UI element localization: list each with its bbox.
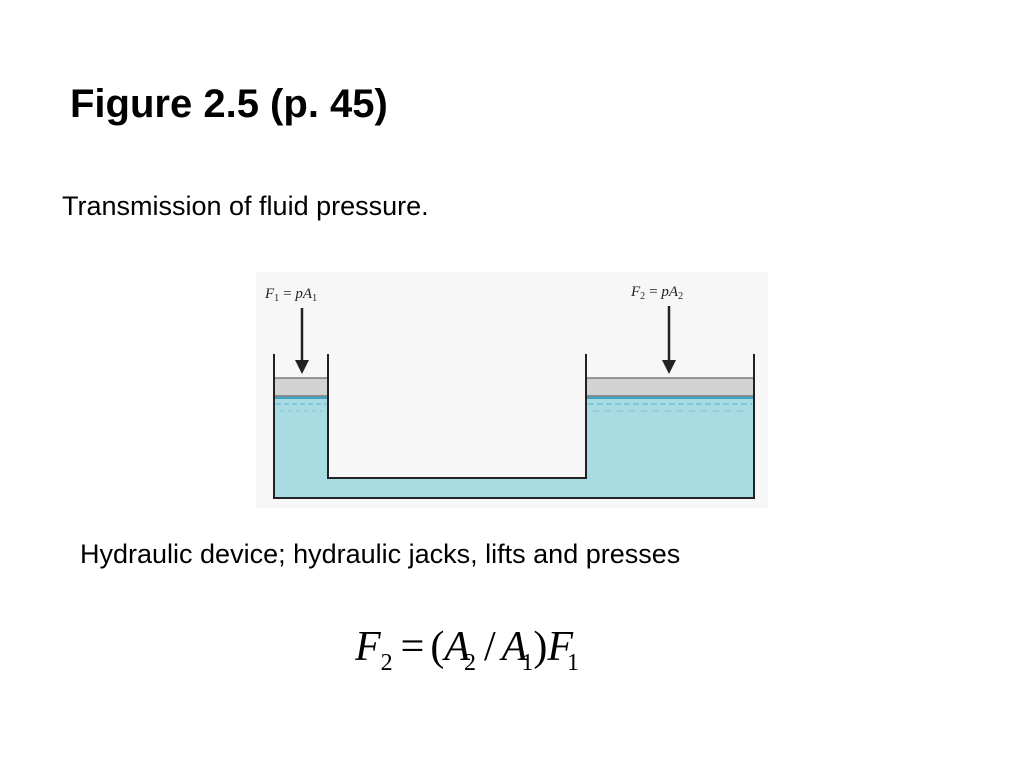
slide-title: Figure 2.5 (p. 45) <box>70 82 388 126</box>
left-force-equals: = <box>283 286 295 302</box>
left-force-arrow-head <box>295 360 309 374</box>
eq-rhs-sub: 1 <box>567 650 579 676</box>
eq-a-numerator: A <box>441 624 470 670</box>
right-force-equals: = <box>649 284 661 300</box>
eq-slash: / <box>484 624 496 670</box>
eq-a-denominator-sub: 1 <box>521 650 533 676</box>
left-force-subscript: 1 <box>274 293 279 304</box>
right-force-label: F2= pA2 <box>630 284 683 302</box>
eq-equals: = <box>401 624 425 670</box>
left-force-area-subscript: 1 <box>312 293 317 304</box>
hydraulic-diagram: F1= pA1 F2= pA2 <box>256 272 768 508</box>
right-force-area: A <box>668 284 679 300</box>
left-force-area: A <box>302 286 313 302</box>
right-force-symbol: F <box>630 284 641 300</box>
left-piston <box>273 377 329 397</box>
left-force-p: p <box>294 286 303 302</box>
eq-rhs: F <box>546 624 573 670</box>
hydraulic-diagram-svg: F1= pA1 F2= pA2 <box>256 272 768 508</box>
right-force-area-subscript: 2 <box>678 291 683 302</box>
slide-subtitle: Transmission of fluid pressure. <box>62 191 429 221</box>
right-force-subscript: 2 <box>640 291 645 302</box>
vessel-outer-wall <box>273 354 755 499</box>
force-equation: F2=(A2/A1)F1 <box>354 612 655 692</box>
eq-close-paren: ) <box>533 624 547 670</box>
fluid <box>274 396 754 498</box>
eq-lhs: F <box>355 624 381 670</box>
right-force-p: p <box>660 284 669 300</box>
eq-a-numerator-sub: 2 <box>464 650 476 676</box>
right-piston <box>585 377 755 397</box>
diagram-caption: Hydraulic device; hydraulic jacks, lifts… <box>80 539 681 569</box>
eq-open-paren: ( <box>430 624 444 670</box>
vessel-inner-wall <box>327 354 587 479</box>
left-force-label: F1= pA1 <box>264 286 317 304</box>
eq-lhs-sub: 2 <box>381 650 393 676</box>
left-force-symbol: F <box>264 286 275 302</box>
right-force-arrow-head <box>662 360 676 374</box>
force-equation-svg: F2=(A2/A1)F1 <box>354 624 579 676</box>
force-equation-text: F2=(A2/A1)F1 <box>355 624 579 676</box>
eq-a-denominator: A <box>499 624 528 670</box>
